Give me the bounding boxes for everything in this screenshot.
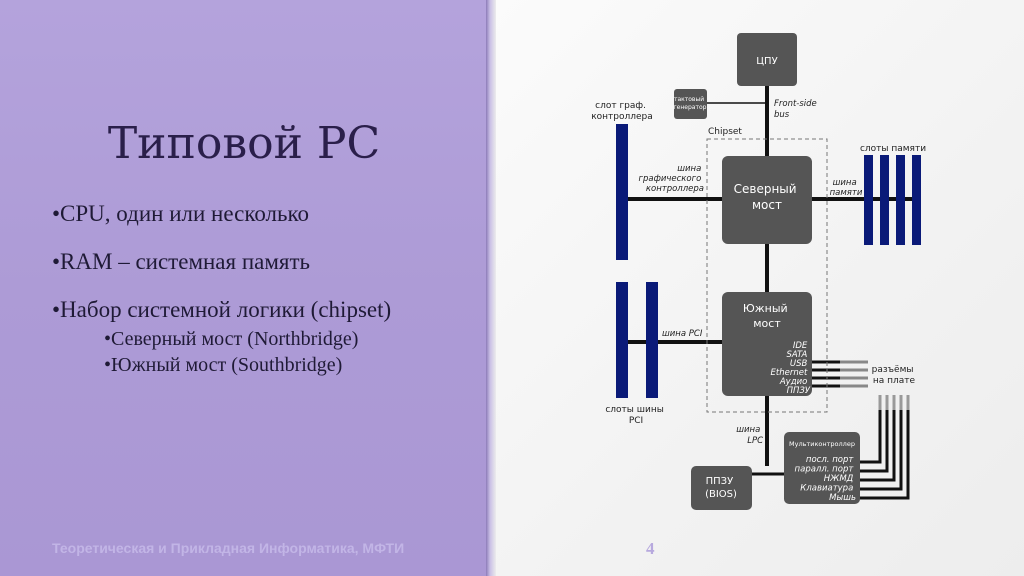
pci-slot — [646, 282, 658, 398]
superio-line — [856, 410, 882, 464]
cpu-box — [737, 33, 797, 86]
sb-port-label: IDE — [793, 341, 808, 351]
mem-bus-label: шина памяти — [830, 178, 863, 198]
memory-slots-label: слоты памяти — [860, 144, 926, 154]
northbridge-box — [722, 156, 812, 244]
chipset-boundary — [706, 138, 828, 413]
sub-bullet-southbridge: •Южный мост (Southbridge) — [104, 354, 343, 376]
bullet-list: •CPU, один или несколько •RAM – системна… — [52, 200, 482, 378]
memory-slot — [880, 155, 889, 245]
bios-label-line: (BIOS) — [705, 489, 737, 500]
sb-port-label: Ethernet — [771, 368, 808, 378]
pc-architecture-diagram: Chipset слот граф. контроллера шина граф… — [591, 33, 926, 510]
pci-bus-label: шина PCI — [662, 329, 703, 339]
superio-port-label: Мышь — [829, 493, 856, 503]
sb-port-label: ППЗУ — [787, 386, 811, 396]
superio-ports: посл. порт паралл. порт НЖМД Клавиатура … — [795, 455, 856, 503]
southbridge-ports: IDE SATA USB Ethernet Аудио ППЗУ — [771, 341, 811, 396]
right-panel — [496, 0, 1024, 576]
superio-port-label: НЖМД — [824, 474, 854, 484]
sb-port-label: SATA — [786, 350, 807, 360]
panel-divider — [486, 0, 496, 576]
superio-label: Мультиконтроллер — [789, 440, 855, 448]
pci-slots-label-line: PCI — [629, 416, 643, 426]
footer-text: Теоретическая и Прикладная Информатика, … — [52, 540, 405, 556]
gfx-bus-label-line: графического — [639, 174, 702, 184]
northbridge-label-line: Северный — [734, 182, 797, 196]
mem-bus-label-line: памяти — [830, 188, 863, 198]
memory-slot — [912, 155, 921, 245]
fsb-label-line: bus — [774, 110, 790, 120]
bullet-cpu: •CPU, один или несколько — [52, 201, 310, 226]
pci-slot — [616, 282, 628, 398]
bios-label-line: ППЗУ — [706, 476, 734, 487]
southbridge-label-line: мост — [753, 317, 781, 330]
left-panel — [0, 0, 488, 576]
pci-slots-label: слоты шины PCI — [605, 405, 666, 426]
onboard-label-line: разъёмы — [872, 365, 914, 375]
pci-slots-label-line: слоты шины — [605, 405, 664, 415]
memory-slot — [864, 155, 873, 245]
superio-line — [856, 410, 903, 491]
southbridge-label: Южный мост — [743, 302, 791, 330]
southbridge-label-line: Южный — [743, 302, 788, 315]
superio-line — [856, 410, 910, 500]
superio-line — [856, 410, 889, 473]
superio-connector-lines — [856, 410, 910, 500]
gfx-slot — [616, 124, 628, 260]
sub-bullet-northbridge: •Северный мост (Northbridge) — [104, 328, 359, 350]
lpc-label-line: шина — [736, 425, 760, 435]
superio-port-label: паралл. порт — [795, 465, 855, 475]
gfx-slot-label: слот граф. контроллера — [591, 101, 653, 122]
page-number: 4 — [646, 539, 655, 558]
superio-connector-fade — [878, 395, 910, 410]
gfx-bus-label-line: шина — [677, 164, 701, 174]
bullet-ram: •RAM – системная память — [52, 249, 311, 274]
memory-slot — [896, 155, 905, 245]
superio-box — [784, 432, 860, 504]
gfx-slot-label-line: слот граф. — [595, 101, 646, 111]
onboard-connector-fade — [840, 360, 868, 388]
fsb-label-line: Front-side — [774, 99, 817, 109]
mem-bus-label-line: шина — [833, 178, 857, 188]
chipset-label: Chipset — [708, 127, 742, 137]
bullet-chipset: •Набор системной логики (chipset) — [52, 297, 392, 322]
sb-port-label: Аудио — [779, 377, 807, 387]
superio-line — [856, 410, 896, 482]
onboard-label-line: на плате — [873, 376, 916, 386]
superio-port-label: Клавиатура — [800, 484, 853, 494]
sb-port-label: USB — [790, 359, 808, 369]
onboard-label: разъёмы на плате — [872, 365, 917, 386]
superio-port-label: посл. порт — [806, 455, 854, 465]
clock-gen-label-line: генератор — [674, 104, 707, 111]
northbridge-label: Северный мост — [734, 182, 801, 212]
onboard-connector-lines — [812, 360, 840, 388]
gfx-bus-label: шина графического контроллера — [639, 164, 705, 194]
slide-title: Типовой PC — [107, 118, 381, 169]
gfx-slot-label-line: контроллера — [591, 112, 653, 122]
clock-gen-box — [674, 89, 707, 119]
cpu-label: ЦПУ — [756, 56, 777, 67]
lpc-label: шина LPC — [736, 425, 763, 446]
southbridge-box — [722, 292, 812, 396]
bios-label: ППЗУ (BIOS) — [705, 476, 737, 500]
lpc-label-line: LPC — [747, 436, 763, 446]
bios-box — [691, 466, 752, 510]
gfx-bus-label-line: контроллера — [646, 184, 704, 194]
northbridge-label-line: мост — [752, 198, 782, 212]
clock-gen-label: тактовый генератор — [674, 96, 707, 111]
clock-gen-label-line: тактовый — [674, 96, 704, 103]
fsb-label: Front-side bus — [774, 99, 820, 120]
